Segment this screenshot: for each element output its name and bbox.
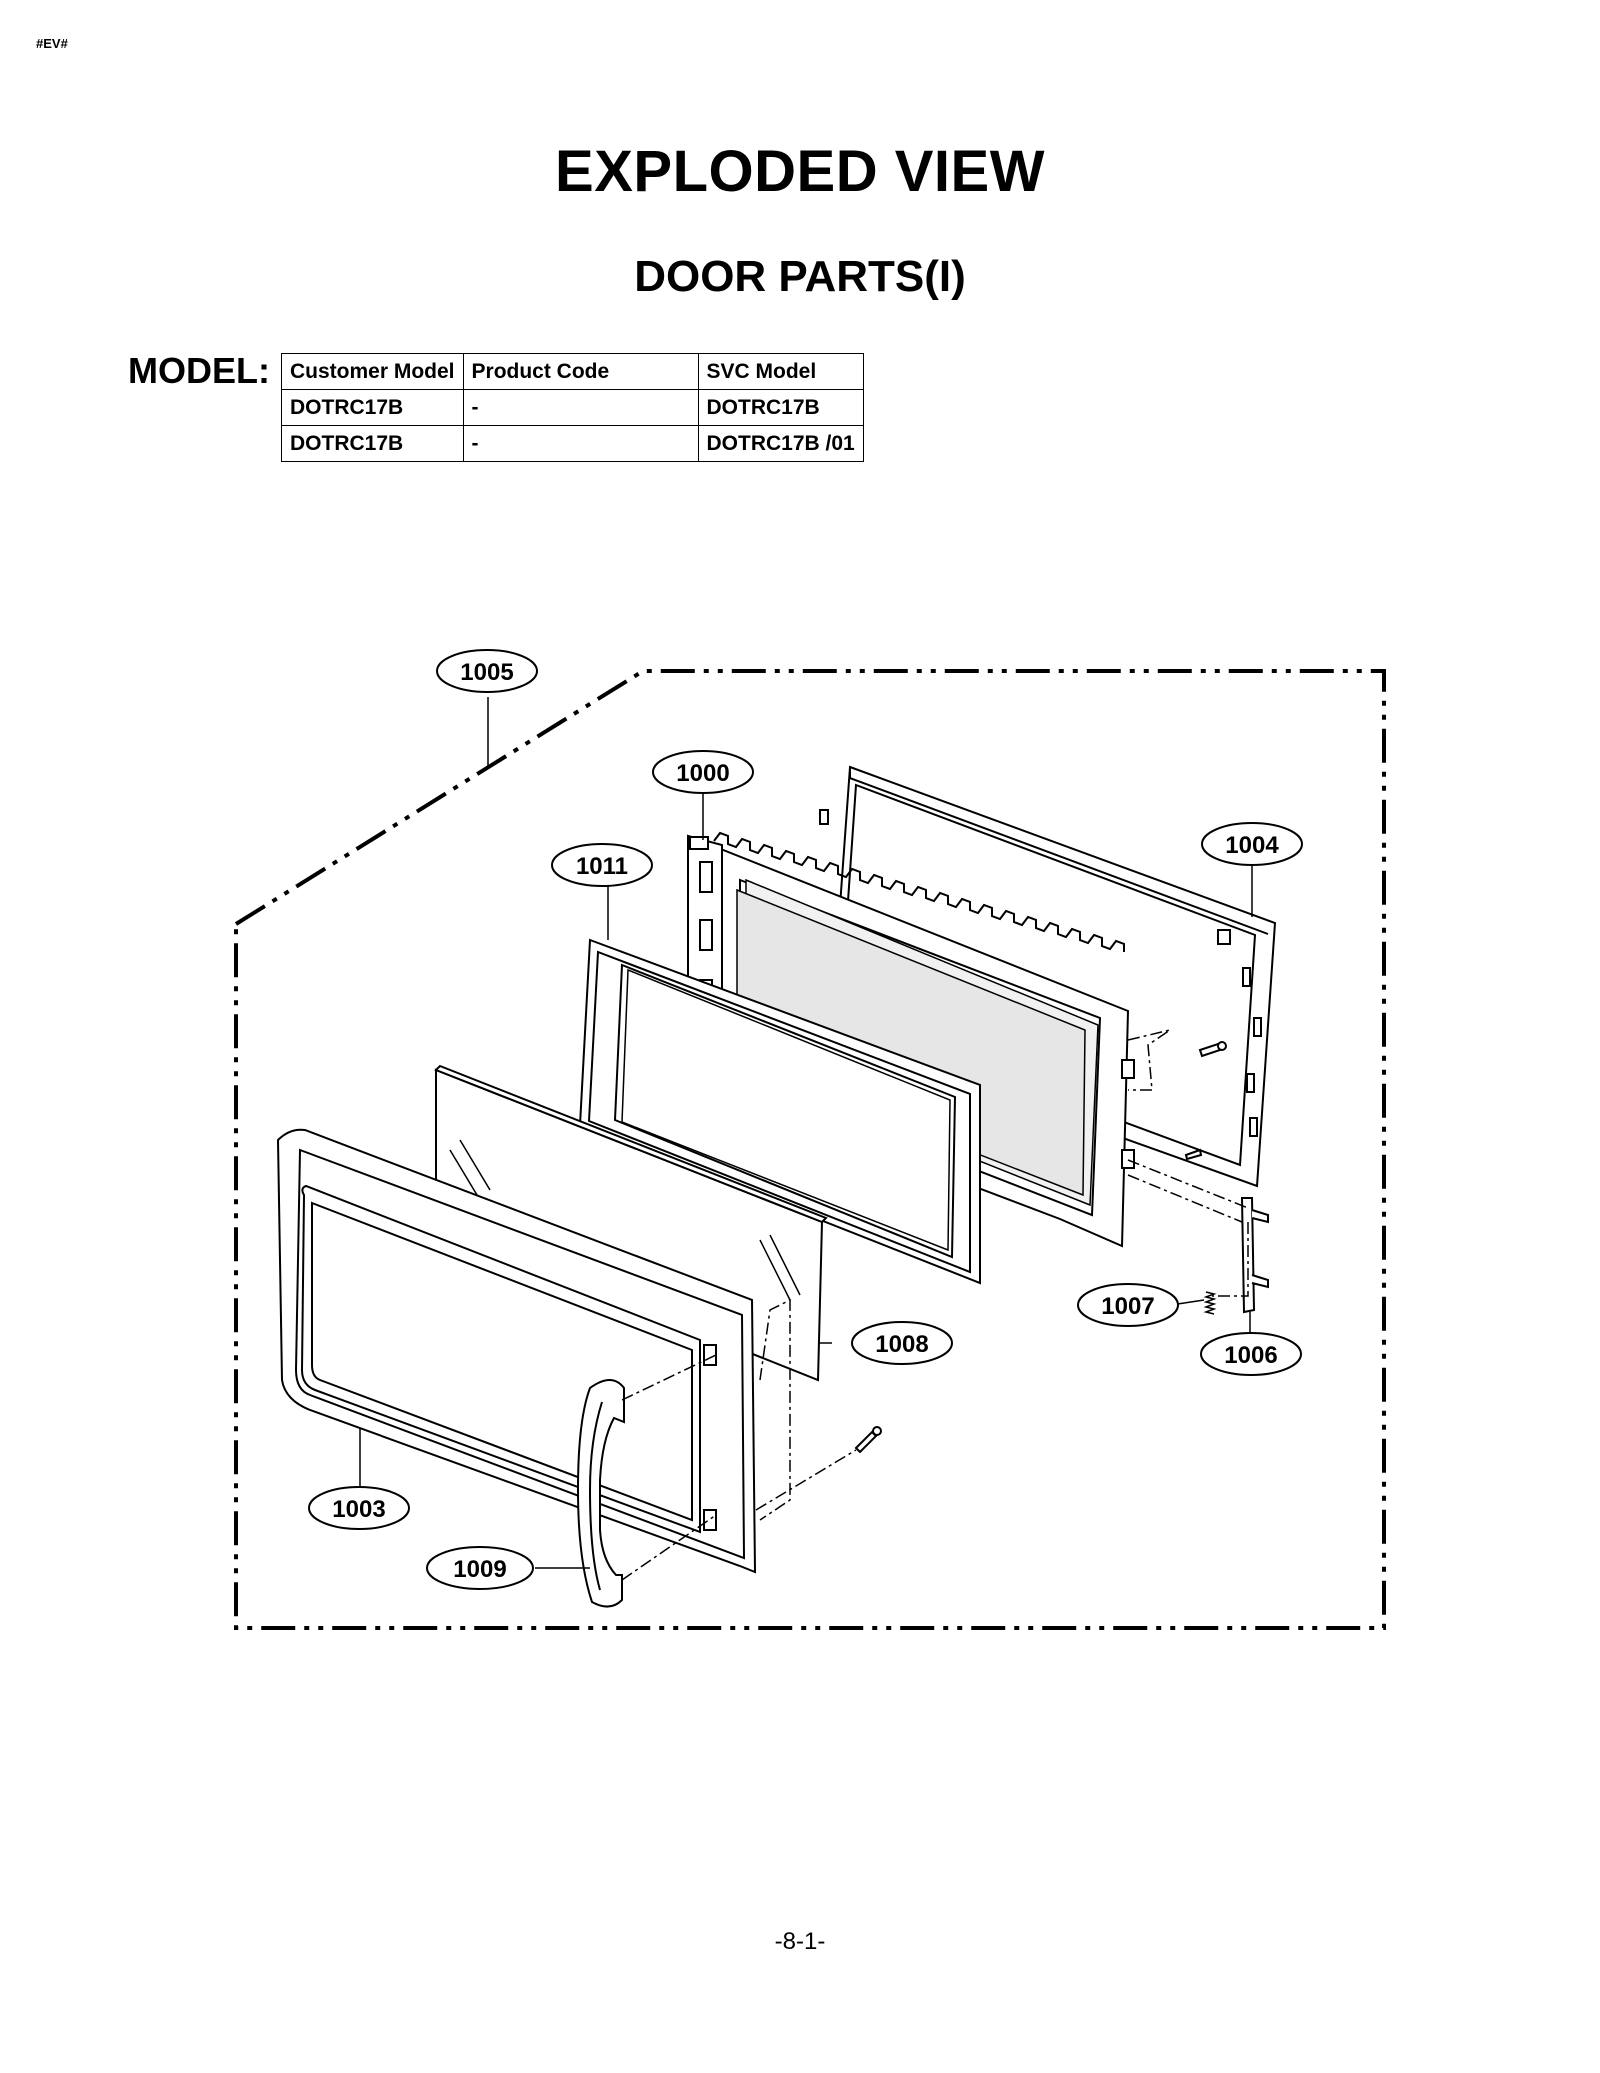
callout-label: 1011 (576, 853, 628, 880)
latch-part (1240, 1197, 1269, 1314)
callout-label: 1006 (1224, 1342, 1277, 1369)
choke-frame-part (687, 831, 1135, 1248)
door-handle-part (576, 1379, 625, 1608)
door-seal-part (578, 938, 981, 1285)
callout-1011: 1011 (551, 843, 653, 887)
callout-1008: 1008 (851, 1321, 953, 1365)
table-cell: DOTRC17B (281, 425, 464, 462)
callout-label: 1007 (1101, 1293, 1154, 1320)
table-row: DOTRC17B - DOTRC17B (281, 389, 864, 426)
table-cell: DOTRC17B /01 (697, 425, 864, 462)
door-front-part (276, 1128, 757, 1574)
callout-label: 1008 (875, 1331, 928, 1358)
screw-part (854, 1041, 1227, 1454)
callout-label: 1009 (453, 1556, 506, 1583)
page-title: EXPLODED VIEW (555, 139, 1045, 204)
document-tag: #EV# (36, 36, 68, 51)
callout-1006: 1006 (1200, 1332, 1302, 1376)
model-label: MODEL: (128, 350, 270, 391)
callout-label: 1004 (1225, 832, 1279, 859)
assembly-guide-lines (621, 1029, 1249, 1581)
table-cell: DOTRC17B (697, 389, 864, 426)
callout-label: 1003 (332, 1496, 385, 1523)
callout-1000: 1000 (652, 750, 754, 794)
callout-leaders (359, 697, 1253, 1569)
callout-1007: 1007 (1077, 1283, 1179, 1327)
table-cell: - (462, 425, 699, 462)
model-table-header-row: Customer Model Product Code SVC Model (281, 353, 864, 390)
page-subtitle: DOOR PARTS(I) (634, 252, 966, 301)
callout-1004: 1004 (1201, 822, 1303, 866)
callout-1005: 1005 (436, 649, 538, 693)
table-cell: DOTRC17B (281, 389, 464, 426)
assembly-boundary (234, 669, 1386, 1630)
column-header-svc-model: SVC Model (697, 353, 864, 390)
callout-label: 1005 (460, 659, 513, 686)
spring-part (1203, 1291, 1217, 1315)
model-table: Customer Model Product Code SVC Model DO… (281, 353, 864, 462)
table-cell: - (462, 389, 699, 426)
table-row: DOTRC17B - DOTRC17B /01 (281, 425, 864, 462)
callout-1003: 1003 (308, 1486, 410, 1530)
callout-label: 1000 (676, 760, 729, 787)
callout-1009: 1009 (426, 1546, 534, 1590)
page-number: -8-1- (774, 1928, 826, 1955)
